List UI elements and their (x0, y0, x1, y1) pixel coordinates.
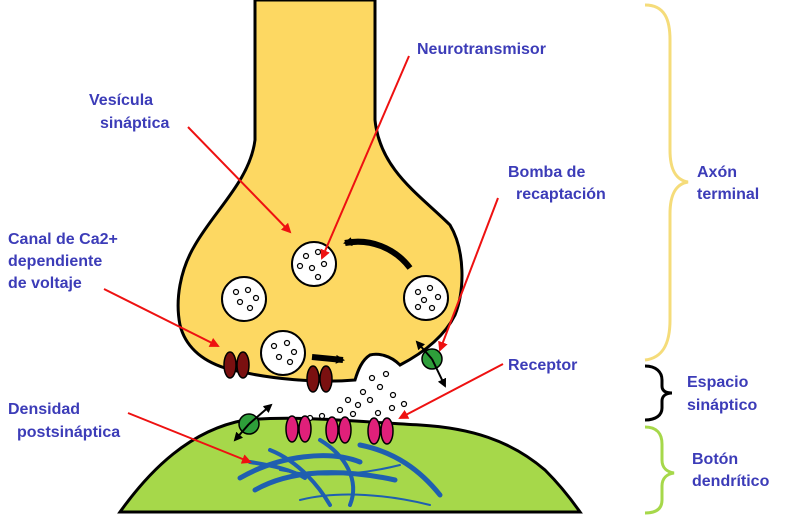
vesicle (260, 330, 306, 376)
calcium-label-line2: dependiente (8, 253, 102, 270)
receptor (367, 417, 394, 445)
calcium-channel (223, 351, 250, 379)
vesicle (291, 241, 337, 287)
density-label-line2: postsináptica (17, 424, 120, 441)
receptor (285, 415, 312, 443)
recycling-arrow (343, 237, 413, 270)
calcium-pointer (103, 288, 220, 347)
dendrite-label-line2: dendrítico (692, 473, 770, 490)
vesicle-label-line1: Vesícula (89, 92, 153, 109)
neurotransmitter-pointer (320, 55, 410, 260)
calcium-label-line3: de voltaje (8, 275, 82, 292)
axon-label-line2: terminal (697, 186, 759, 203)
dendrite-label-line1: Botón (692, 451, 738, 468)
calcium-label-line1: Canal de Ca2+ (8, 231, 118, 248)
density-label-line1: Densidad (8, 401, 80, 418)
receptor-pointer (398, 363, 504, 419)
dendrite-brace (644, 425, 675, 515)
reuptake-pump (415, 340, 447, 388)
receptor (325, 416, 352, 444)
reuptake-label-line2: recaptación (516, 186, 606, 203)
cleft-label-line2: sináptico (687, 397, 757, 414)
dendritic-spine (117, 416, 583, 514)
reuptake-label-line1: Bomba de (508, 164, 585, 181)
reuptake-pointer (438, 197, 499, 352)
calcium-channel (306, 365, 333, 393)
vesicle (221, 276, 267, 322)
cleft-brace (644, 364, 673, 422)
axon-label-line1: Axón (697, 164, 737, 181)
vesicle (403, 275, 449, 321)
pointer-arrows (103, 55, 504, 464)
neurotransmitter-label: Neurotransmisor (417, 41, 546, 58)
density-pointer (127, 412, 252, 464)
vesicle-label-line2: sináptica (100, 115, 169, 132)
release-arrow (311, 354, 345, 364)
cleft-label-line1: Espacio (687, 374, 749, 391)
postsynaptic-pump (233, 403, 273, 442)
receptor-label: Receptor (508, 357, 577, 374)
released-neurotransmitters (306, 370, 408, 422)
cytoskeleton-filaments (237, 438, 443, 507)
vesicle-pointer (187, 126, 292, 234)
axon-brace (644, 3, 689, 362)
